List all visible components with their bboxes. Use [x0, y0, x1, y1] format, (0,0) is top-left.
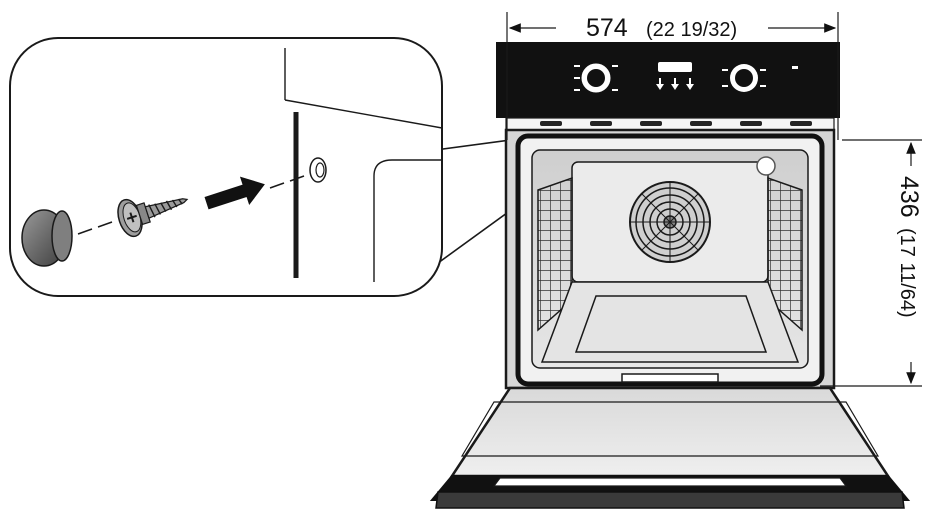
right-knob-icon: [722, 64, 766, 92]
control-panel: [496, 42, 840, 118]
indicator-light: [792, 66, 798, 69]
screw-axis-dashes: [77, 175, 305, 235]
timer-display-icon: [656, 62, 694, 90]
left-knob-icon: [574, 63, 618, 93]
door-glass: [460, 401, 880, 457]
callout-frame: [9, 37, 443, 297]
width-value-text: 574: [586, 14, 628, 42]
convection-fan-icon: [629, 181, 711, 263]
insertion-arrow-icon: [204, 176, 265, 210]
width-imperial-text: (22 19/32): [646, 19, 737, 41]
hinge-slot: [621, 373, 719, 383]
door-trim: [492, 477, 848, 487]
built-in-oven-icon: [429, 42, 911, 509]
oven-lamp-icon: [756, 156, 776, 176]
height-dimension: 436 (17 11/64): [820, 139, 923, 387]
detail-callout: [9, 37, 519, 297]
width-dimension: 574 (22 19/32): [506, 12, 839, 140]
screw-icon: [117, 198, 189, 238]
door-handle: [435, 491, 905, 509]
oven-door: [449, 386, 891, 478]
cover-cap-icon: [21, 209, 73, 267]
mounting-hole-icon: [309, 157, 327, 183]
height-imperial-text: (17 11/64): [896, 228, 918, 318]
cabinet-edge-detail: [284, 48, 443, 282]
cavity-floor: [540, 281, 800, 363]
height-value-text: 436: [895, 176, 923, 218]
floor-panel: [574, 295, 768, 353]
